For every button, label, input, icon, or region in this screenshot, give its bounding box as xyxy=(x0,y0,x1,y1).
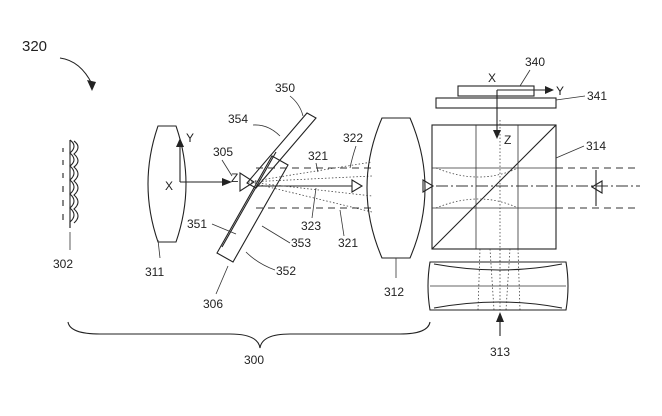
label-350: 350 xyxy=(275,81,295,95)
axis-x2-label: X xyxy=(488,71,496,85)
label-354: 354 xyxy=(228,112,248,126)
label-314: 314 xyxy=(586,139,606,153)
label-353: 353 xyxy=(291,236,311,250)
label-352: 352 xyxy=(276,264,296,278)
element-306 xyxy=(216,151,289,263)
axis-y1-label: Y xyxy=(186,131,194,145)
label-351: 351 xyxy=(187,217,207,231)
label-305: 305 xyxy=(213,145,233,159)
axis-x1-label: X xyxy=(165,179,173,193)
element-302 xyxy=(62,139,79,228)
lens-311 xyxy=(147,125,187,243)
axis-z1-label: Z xyxy=(231,171,238,185)
label-300: 300 xyxy=(244,353,264,367)
plate-340 xyxy=(457,85,535,97)
label-340: 340 xyxy=(525,55,545,69)
leader-311 xyxy=(157,239,161,259)
brace-300 xyxy=(67,321,431,349)
label-311: 311 xyxy=(145,265,164,279)
element-350 xyxy=(246,112,317,189)
label-313: 313 xyxy=(490,345,510,359)
triangle-312 xyxy=(422,179,435,193)
label-322: 322 xyxy=(343,131,363,145)
arrowhead-320 xyxy=(87,80,96,91)
beam-splitter-314 xyxy=(431,124,557,250)
plate-341 xyxy=(435,97,557,109)
leader-320 xyxy=(59,57,93,85)
label-323: 323 xyxy=(301,219,321,233)
axis-y2-label: Y xyxy=(556,84,564,98)
triangle-origin xyxy=(239,171,256,193)
label-341: 341 xyxy=(587,89,607,103)
label-321b: 321 xyxy=(338,236,358,250)
label-320: 320 xyxy=(22,38,47,55)
lens-313 xyxy=(427,261,569,311)
label-302: 302 xyxy=(53,257,73,271)
lens-312 xyxy=(366,117,426,259)
axis-z2-label: Z xyxy=(504,133,511,147)
label-312: 312 xyxy=(384,285,404,299)
label-321a: 321 xyxy=(308,149,328,163)
label-306: 306 xyxy=(203,297,223,311)
